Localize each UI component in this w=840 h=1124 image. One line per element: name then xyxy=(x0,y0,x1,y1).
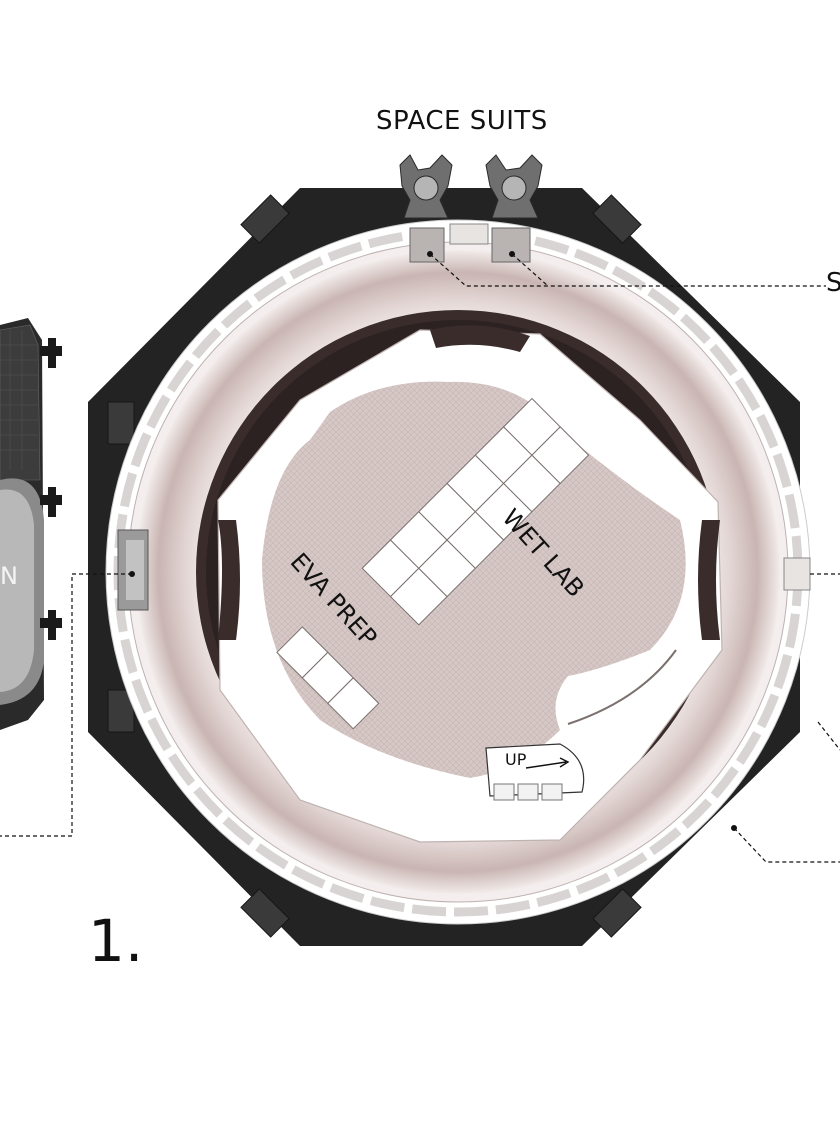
docking-port-icon xyxy=(117,223,811,611)
cut-label-left: N xyxy=(0,562,18,590)
floor-zone xyxy=(262,381,686,778)
up-label: UP xyxy=(505,750,527,769)
adjacent-module-left xyxy=(0,318,62,730)
workbench-grid xyxy=(361,397,590,626)
figure-number: 1. xyxy=(88,907,144,975)
leader-lines xyxy=(0,253,840,863)
stairs xyxy=(485,743,585,797)
space-suit-icon xyxy=(399,154,543,219)
arrow-up-icon xyxy=(525,757,570,769)
cut-label-right: S xyxy=(826,268,840,298)
space-suits-label: SPACE SUITS xyxy=(376,106,548,136)
eva-prep-bench xyxy=(276,626,380,730)
